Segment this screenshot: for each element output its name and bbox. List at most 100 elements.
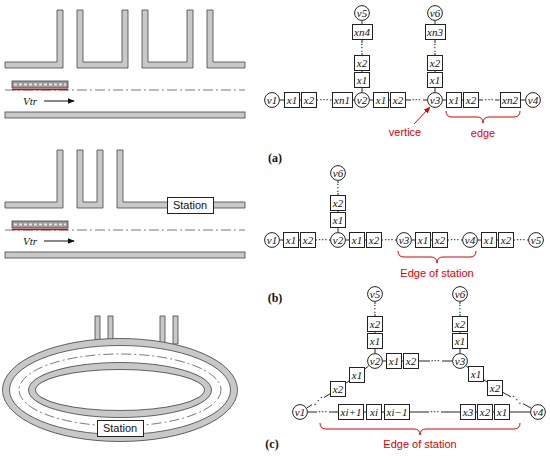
center-line [5,230,245,231]
ellipsis-label: ⋯ [411,95,423,105]
tunnel-wall [77,150,103,208]
circle-outline [265,93,280,108]
node-text: v5 [357,7,367,19]
cell-box: x1 [349,232,365,248]
node-text: v3 [399,234,409,246]
ring-wall [6,342,234,438]
ellipsis-label: ⋯ [318,95,330,105]
ring-wall-outline [36,370,205,411]
center-line [5,90,245,91]
vertex-circle: v1 [264,92,280,108]
panel-label: (b) [268,291,283,306]
tunnel-wall [142,10,193,68]
connector [510,412,530,413]
node-text: Station [103,422,137,434]
circle-outline [531,405,546,420]
train-marker [12,229,68,231]
tunnel-wall [5,150,63,208]
node-text: xi [370,406,378,418]
vertex-circle: v3 [427,92,443,108]
vertex-circle: v2 [354,92,370,108]
node-text: v5 [531,234,541,246]
cell-box: x1 [349,367,365,383]
node-text: v6 [333,167,343,179]
cell-box: x2 [463,92,479,108]
cell-box: x1 [354,72,370,88]
cell-box: x1 [386,353,402,369]
node-text: x1 [352,369,362,381]
circle-outline [529,233,544,248]
circle-outline [355,93,370,108]
cell-box: x1 [330,212,346,228]
node-text: x1 [418,234,428,246]
node-text: v2 [370,355,380,367]
node-text: x1 [484,234,494,246]
ring-wall [32,366,208,414]
ellipsis-label: ⋮ [332,183,344,193]
circle-outline [428,6,443,21]
leader-arrow [414,107,430,124]
connector [365,366,369,369]
node-text: v5 [370,288,380,300]
node-text: v4 [528,94,538,106]
cell-box: xn3 [425,24,446,40]
circle-outline [331,233,346,248]
node-text: Station [173,199,207,211]
connector [353,100,355,101]
cell-box: x2 [403,353,419,369]
node-text: xn4 [354,26,370,38]
vertex-circle: v5 [367,286,383,302]
cell-box: x2 [366,232,382,248]
node-text: x1 [449,94,459,106]
vertex-circle: v3 [452,353,468,369]
cell-box: x2 [330,381,346,397]
panel-label: (a) [268,151,282,166]
ellipsis-label: ⋮ [356,43,368,53]
train-windows [14,224,66,226]
train [12,81,68,88]
cell-box: x1 [284,92,300,108]
node-text: v6 [430,7,440,19]
cell-box: x1 [415,232,431,248]
node-text: x1 [471,368,481,380]
ellipsis-label: ⋯ [429,407,441,417]
node-text: x2 [333,383,343,395]
ellipsis-label: ⋮ [369,304,381,314]
cell-box: x2 [354,55,370,71]
cell-box: x3 [460,404,476,420]
node-text: v3 [455,355,465,367]
cell-box: x2 [432,232,448,248]
node-text: x3 [463,406,473,418]
cell-box: x2 [330,195,346,211]
cell-box: x1 [494,404,510,420]
circle-outline [526,93,541,108]
ellipsis-label: ⋰ [312,396,324,406]
vertex-circle: v5 [354,5,370,21]
station-box: Station [167,197,214,214]
node-text: x2 [370,318,380,330]
circle-outline [453,287,468,302]
connector [460,349,461,353]
cell-box: x2 [498,232,514,248]
cell-box: x2 [301,92,317,108]
node-text: x1 [370,335,380,347]
node-text: x1 [287,94,297,106]
tunnel-wall [5,10,63,68]
connector [307,394,330,408]
node-text: v1 [267,94,277,106]
node-text: xn1 [334,94,350,106]
ellipsis-label: ⋮ [429,43,441,53]
cell-box: x2 [452,316,468,332]
cell-box: x2 [477,404,493,420]
tunnel-wall [5,252,245,258]
tunnel-wall [5,112,245,118]
cell-box: x2 [300,232,316,248]
cell-box: x1 [446,92,462,108]
cell-box: x2 [367,316,383,332]
node-text: x2 [333,197,343,209]
vertex-circle: v1 [292,404,308,420]
node-text: v2 [357,94,367,106]
vertex-circle: v6 [330,165,346,181]
cell-box: xn1 [332,92,353,108]
connector [338,228,339,232]
